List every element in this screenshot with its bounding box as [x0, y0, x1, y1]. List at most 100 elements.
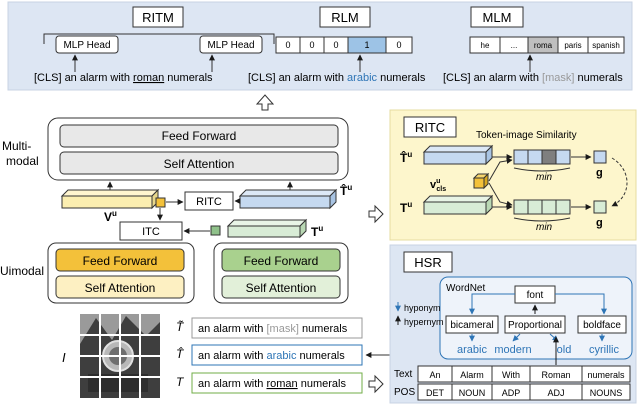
text-cell: An	[429, 370, 440, 380]
mlp-head-left	[55, 35, 119, 54]
rlm-title-box	[319, 6, 371, 28]
proportional-to-modern	[512, 333, 521, 342]
rlm-vector: 0 0 0 1 0	[275, 36, 413, 54]
leaf-old: old	[557, 344, 572, 356]
hsr-title: HSR	[414, 255, 441, 270]
ritc-min-bottom: min	[536, 222, 553, 233]
ritc-g-top	[593, 150, 607, 164]
mlp-head-right-label: MLP Head	[207, 40, 254, 51]
ritc-brace-top	[513, 167, 571, 172]
ritc-min-top: min	[536, 172, 553, 183]
up-hollow-arrow	[255, 94, 275, 111]
mm-self-attention-label: Self Attention	[164, 157, 235, 171]
ritc-t-hat-u: T̂u	[400, 150, 412, 165]
replaced-text-input	[191, 344, 363, 366]
v-cls-square	[155, 197, 166, 208]
pos-cell: NOUN	[459, 388, 486, 398]
rlm-cell-value: 0	[309, 40, 314, 50]
ritc-g-bottom-label: g	[596, 217, 603, 229]
mlm-title: MLM	[483, 10, 512, 25]
ritm-title: RITM	[142, 10, 174, 25]
mlp-head-left-label: MLP Head	[63, 40, 110, 51]
text-row-label: Text	[394, 369, 413, 380]
pos-row-label: POS	[394, 387, 415, 398]
mlm-cell-value: he	[481, 41, 490, 50]
t-hat-u-vector	[238, 188, 338, 210]
ritc-g-top-label: g	[596, 167, 603, 179]
original-text: an alarm with roman numerals	[198, 378, 346, 390]
ritm-title-box	[132, 6, 184, 28]
original-text-input	[191, 372, 363, 394]
proportional-node	[504, 315, 566, 334]
img-self-attention	[55, 275, 185, 299]
text-cell: Roman	[541, 370, 570, 380]
ritc-box-label: RITC	[196, 196, 222, 208]
masked-text: an alarm with [mask] numerals	[198, 323, 348, 335]
t-u-label: Tu	[311, 224, 323, 239]
font-node-label: font	[527, 290, 544, 301]
wordnet-label: WordNet	[446, 283, 485, 294]
t-u-vector	[226, 218, 308, 239]
rlm-cell-value: 0	[333, 40, 338, 50]
txt-feed-forward	[221, 248, 341, 272]
text-cell: With	[502, 370, 520, 380]
ritc-sim-vector-bottom	[513, 199, 571, 215]
multimodal-label-1: Multi-	[2, 139, 31, 153]
text-pos-table	[417, 365, 631, 401]
vcls-to-bottom-arrow	[488, 182, 513, 207]
ritc-box	[184, 191, 234, 211]
mlm-cell-value: roma	[534, 41, 553, 50]
mm-feed-forward-label: Feed Forward	[162, 129, 237, 143]
vcls-to-top-arrow	[488, 157, 513, 182]
font-to-boldface	[555, 293, 607, 315]
mlm-cell	[587, 36, 625, 54]
text-cell: numerals	[587, 370, 625, 380]
pos-cell: ADP	[502, 388, 521, 398]
hypernym-legend-label: hypernym	[404, 317, 444, 327]
ritc-t-u: Tu	[400, 200, 412, 215]
t-tilde-label: T̃	[176, 319, 185, 334]
ritc-that-vector	[422, 144, 494, 166]
txt-self-attention-label: Self Attention	[246, 281, 317, 295]
mlm-title-box	[470, 6, 524, 28]
rlm-cell	[385, 36, 413, 54]
txt-self-attention	[221, 275, 341, 299]
right-hollow-arrow-hsr	[368, 374, 384, 394]
ritc-vcls-cube	[472, 172, 490, 190]
rlm-cell-value: 0	[396, 40, 401, 50]
t-hat-u-label: T̂u	[340, 183, 352, 198]
itc-box	[119, 221, 183, 241]
mm-feed-forward	[59, 124, 339, 148]
ritc-panel-title-box	[403, 116, 457, 138]
t-hat-label: T̂	[176, 346, 185, 361]
mlm-cell-value: spanish	[592, 41, 620, 50]
font-to-bicameral	[469, 293, 515, 315]
image-input-label: I	[62, 350, 66, 365]
ritm-bracket	[43, 33, 275, 44]
pos-cell: DET	[426, 388, 445, 398]
mlp-head-right	[199, 35, 263, 54]
right-hollow-arrow-ritc	[368, 204, 384, 224]
input-image	[80, 314, 160, 398]
multimodal-label-2: modal	[6, 154, 39, 168]
leaf-modern: modern	[494, 344, 531, 356]
itc-box-label: ITC	[142, 226, 160, 238]
mlm-cell-value: ...	[511, 41, 518, 50]
img-self-attention-label: Self Attention	[85, 281, 156, 295]
mlm-vector: he ... roma paris spanish	[469, 36, 625, 54]
v-u-label: Vu	[104, 209, 117, 224]
unimodal-label: Uimodal	[0, 264, 44, 278]
v-u-vector	[60, 188, 160, 210]
t-label: T	[176, 375, 185, 389]
rlm-caption: [CLS] an alarm with arabic numerals	[248, 72, 426, 84]
bicameral-node	[445, 315, 499, 334]
ritc-panel-subtitle: Token-image Similarity	[476, 130, 577, 141]
leaf-cyrillic: cyrillic	[589, 344, 619, 356]
ritc-sim-vector-top	[513, 149, 571, 165]
hyponym-legend-label: hyponym	[404, 303, 441, 313]
boldface-node-label: boldface	[583, 320, 621, 331]
masked-text-input	[191, 317, 363, 339]
ritc-g-bottom	[593, 200, 607, 214]
txt-feed-forward-label: Feed Forward	[244, 254, 319, 268]
